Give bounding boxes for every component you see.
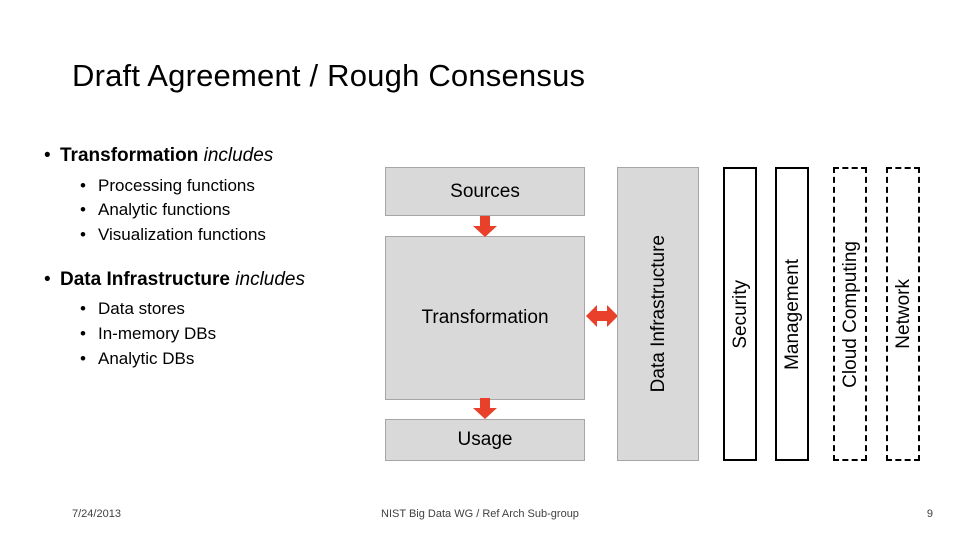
footer-date: 7/24/2013 (72, 508, 121, 520)
page-title: Draft Agreement / Rough Consensus (72, 58, 586, 93)
bullet-list: • Transformation includes • Processing f… (40, 144, 410, 371)
bullet-processing-functions: • Processing functions (40, 174, 410, 199)
diagram-box-transformation: Transformation (385, 236, 585, 400)
bullet-label: Analytic functions (98, 200, 231, 220)
diagram-bar-label: Cloud Computing (839, 240, 861, 388)
diagram-bar-network: Network (886, 167, 920, 461)
diagram-box-label: Transformation (421, 307, 549, 328)
bullet-label: In-memory DBs (98, 324, 217, 344)
bullet-data-infrastructure: • Data Infrastructure includes (40, 268, 410, 292)
bullet-data-stores: • Data stores (40, 297, 410, 322)
down-arrow-icon (472, 216, 498, 238)
bullet-label: Data stores (98, 299, 185, 319)
bullet-visualization-functions: • Visualization functions (40, 223, 410, 248)
bullet-dot-icon: • (44, 268, 51, 290)
bullet-data-infrastructure-term: Data Infrastructure (60, 268, 230, 290)
bullet-transformation-suffix: includes (198, 145, 274, 166)
diagram-bar-label: Data Infrastructure (647, 235, 669, 393)
diagram-bar-label: Network (892, 279, 914, 349)
bullet-dot-icon: • (80, 175, 86, 195)
bullet-data-infrastructure-suffix: includes (230, 268, 305, 290)
down-arrow-icon (472, 398, 498, 420)
diagram-bar-data-infrastructure: Data Infrastructure (617, 167, 699, 461)
left-right-arrow-icon (586, 303, 618, 329)
bullet-label: Processing functions (98, 175, 255, 195)
bullet-analytic-dbs: • Analytic DBs (40, 347, 410, 372)
bullet-in-memory-dbs: • In-memory DBs (40, 322, 410, 347)
diagram-bar-label: Security (729, 279, 751, 349)
diagram-bar-management: Management (775, 167, 809, 461)
diagram-box-usage: Usage (385, 419, 585, 461)
bullet-analytic-functions: • Analytic functions (40, 198, 410, 223)
bullet-dot-icon: • (44, 145, 51, 166)
bullet-dot-icon: • (80, 225, 86, 245)
bullet-label: Visualization functions (98, 225, 266, 245)
bullet-dot-icon: • (80, 324, 86, 344)
diagram-bar-cloud-computing: Cloud Computing (833, 167, 867, 461)
bullet-group-spacer (40, 248, 410, 268)
footer-subtitle: NIST Big Data WG / Ref Arch Sub-group (381, 508, 579, 520)
bullet-dot-icon: • (80, 299, 86, 319)
bullet-dot-icon: • (80, 200, 86, 220)
diagram-bar-security: Security (723, 167, 757, 461)
footer-page-number: 9 (926, 508, 933, 520)
diagram-box-label: Usage (457, 429, 513, 450)
diagram-box-sources: Sources (385, 167, 585, 216)
bullet-transformation-term: Transformation (60, 145, 199, 166)
bullet-dot-icon: • (80, 348, 86, 368)
diagram-bar-label: Management (781, 258, 803, 370)
bullet-label: Analytic DBs (98, 348, 195, 368)
diagram-box-label: Sources (450, 180, 520, 202)
bullet-transformation: • Transformation includes (40, 144, 410, 168)
